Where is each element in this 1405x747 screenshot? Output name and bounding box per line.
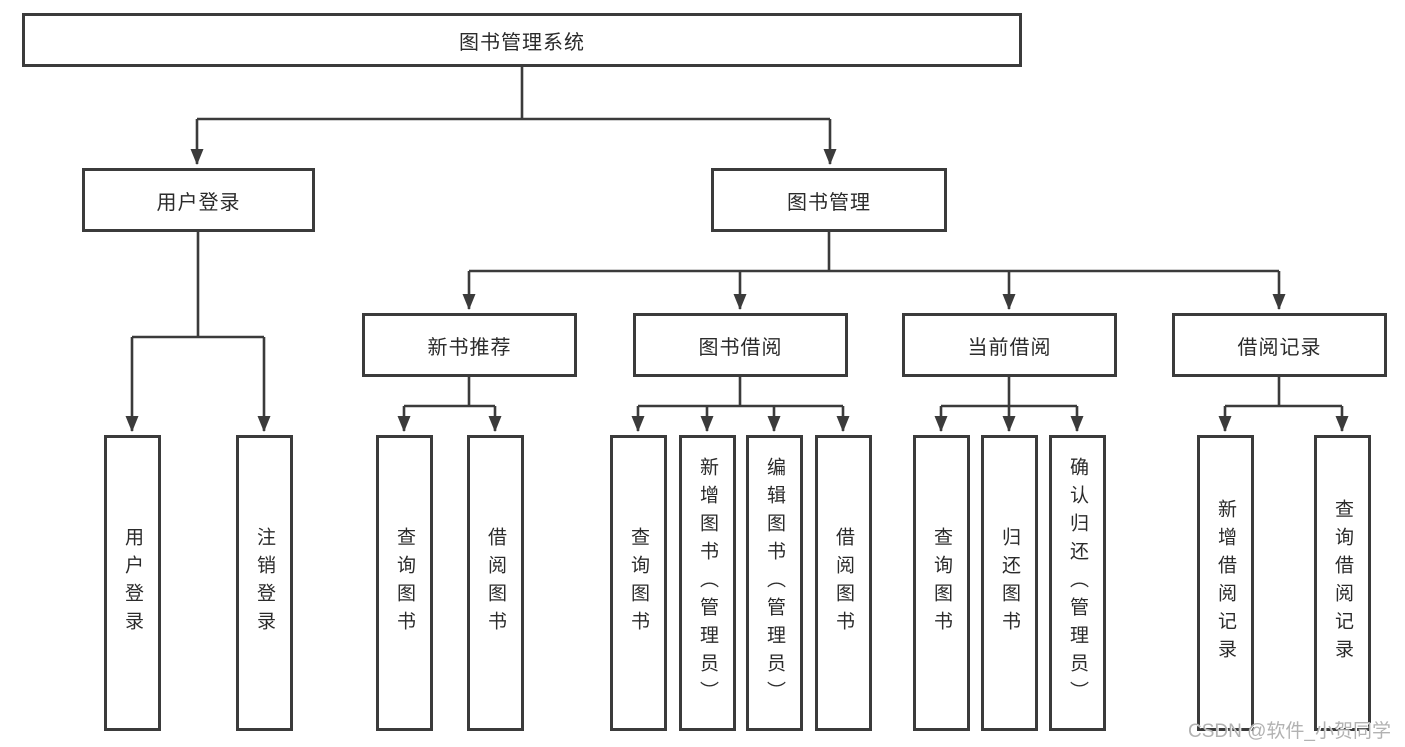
node-label: 新书推荐: [427, 336, 512, 359]
leaf-label: 查询图书: [931, 527, 952, 639]
leaf-borrow-add-books-admin: 新增图书（管理员）: [679, 435, 736, 731]
leaf-borrow-query-books: 查询图书: [610, 435, 667, 731]
leaf-label: 查询图书: [394, 527, 415, 639]
leaf-recommend-borrow-books: 借阅图书: [467, 435, 524, 731]
leaf-label: 归还图书: [999, 527, 1020, 639]
csdn-watermark: CSDN @软件_小贺同学: [1188, 721, 1391, 742]
leaf-label: 新增借阅记录: [1215, 499, 1236, 667]
node-label: 用户登录: [156, 191, 241, 214]
leaf-label: 查询借阅记录: [1332, 499, 1353, 667]
leaf-label: 注销登录: [254, 527, 275, 639]
node-current-borrow: 当前借阅: [902, 313, 1117, 377]
node-borrow-records: 借阅记录: [1172, 313, 1387, 377]
leaf-borrow-edit-books-admin: 编辑图书（管理员）: [746, 435, 803, 731]
leaf-records-query-record: 查询借阅记录: [1314, 435, 1371, 731]
node-label: 图书管理系统: [459, 31, 585, 54]
leaf-current-query-books: 查询图书: [913, 435, 970, 731]
leaf-recommend-query-books: 查询图书: [376, 435, 433, 731]
node-label: 图书借阅: [698, 336, 783, 359]
node-label: 借阅记录: [1237, 336, 1322, 359]
leaf-label: 编辑图书（管理员）: [764, 457, 785, 709]
leaf-borrow-borrow-books: 借阅图书: [815, 435, 872, 731]
node-label: 当前借阅: [967, 336, 1052, 359]
node-book-borrow: 图书借阅: [633, 313, 848, 377]
leaf-current-return-books: 归还图书: [981, 435, 1038, 731]
leaf-records-add-record: 新增借阅记录: [1197, 435, 1254, 731]
node-label: 图书管理: [787, 191, 871, 214]
leaf-label: 新增图书（管理员）: [697, 457, 718, 709]
leaf-label: 借阅图书: [833, 527, 854, 639]
leaf-logout: 注销登录: [236, 435, 293, 731]
leaf-user-login: 用户登录: [104, 435, 161, 731]
node-book-management: 图书管理: [711, 168, 947, 232]
leaf-current-confirm-return-admin: 确认归还（管理员）: [1049, 435, 1106, 731]
leaf-label: 借阅图书: [485, 527, 506, 639]
node-library-management-system: 图书管理系统: [22, 13, 1022, 67]
leaf-label: 确认归还（管理员）: [1067, 457, 1088, 709]
node-user-login: 用户登录: [82, 168, 315, 232]
leaf-label: 用户登录: [122, 527, 143, 639]
node-new-book-recommend: 新书推荐: [362, 313, 577, 377]
leaf-label: 查询图书: [628, 527, 649, 639]
